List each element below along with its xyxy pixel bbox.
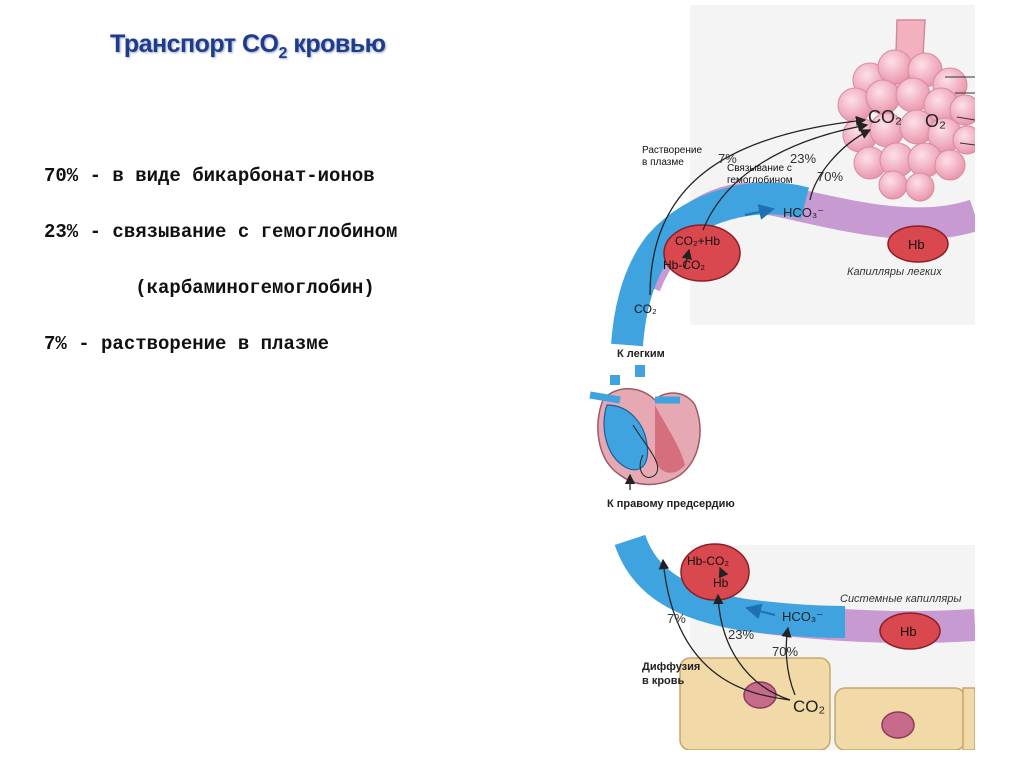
co2-transport-diagram: CO₂ O₂ CO₂+Hb Hb-CO₂ HCO₃⁻ Hb Капилляры … (589, 5, 975, 750)
bottom-pct-70: 70% (772, 644, 798, 659)
bottom-red-blood-cell (680, 543, 750, 601)
lung-capillary-blue (611, 182, 810, 347)
bottom-bicarb-arrow (781, 626, 796, 696)
top-hb-label: Hb (908, 237, 925, 252)
lungs-co2-label: CO₂ (868, 107, 902, 127)
bottom-rbc-label-2: Hb (713, 576, 729, 590)
alveoli (837, 49, 975, 202)
top-red-blood-cell (663, 224, 741, 282)
top-hco3-label: HCO₃⁻ (783, 205, 824, 220)
lung-capillaries-label: Капилляры легких (847, 266, 942, 278)
top-rbc-arrow (681, 248, 692, 268)
top-pct-23: 23% (790, 151, 816, 166)
diffusion-label-2: в кровь (642, 675, 685, 687)
systemic-capillaries-label: Системные капилляры (840, 593, 961, 605)
bottom-hb-label: Hb (900, 624, 917, 639)
diffusion-label-1: Диффузия (642, 661, 700, 673)
systemic-capillary-blue (614, 534, 846, 638)
to-lungs-label: К легким (617, 348, 665, 360)
top-bicarb-arrow (809, 129, 872, 201)
alveoli-lines (945, 76, 975, 146)
top-co2-label: CO₂ (634, 302, 657, 316)
top-bind-arrow (702, 121, 869, 231)
co2-transport-stats: 70% - в виде бикарбонат-ионов 23% - связ… (44, 134, 397, 386)
bottom-pct-23: 23% (728, 627, 754, 642)
stat-carbamino: (карбаминогемоглобин) (44, 277, 375, 299)
top-hb-cell (887, 225, 949, 263)
bottom-pct-7: 7% (667, 611, 686, 626)
top-dissolve-label-1: Растворение (642, 145, 702, 156)
lungs-o2-label: O₂ (925, 111, 946, 131)
tissue-co2-label: CO₂ (793, 697, 825, 716)
bottom-diffusion-arrow (658, 558, 791, 701)
top-pct-7: 7% (718, 151, 737, 166)
bottom-flow-arrow (745, 603, 776, 620)
bottom-bind-arrow (713, 593, 791, 701)
heart (589, 365, 701, 490)
bottom-hb-cell (879, 612, 941, 650)
top-bind-label-2: гемоглобином (727, 174, 793, 186)
stat-bicarbonate: 70% - в виде бикарбонат-ионов (44, 165, 375, 187)
top-dissolve-label-2: в плазме (642, 157, 684, 168)
top-pct-70: 70% (817, 169, 843, 184)
top-rbc-label-1: CO₂+Hb (675, 234, 720, 248)
stat-hemoglobin: 23% - связывание с гемоглобином (44, 221, 398, 243)
bottom-rbc-arrow (718, 566, 729, 579)
bottom-hco3-label: HCO₃⁻ (782, 609, 823, 624)
top-dissolve-arrow (649, 115, 867, 296)
bottom-rbc-label-1: Hb-CO₂ (687, 554, 729, 568)
page-title: Транспорт CO2 кровью (110, 30, 386, 62)
top-rbc-label-2: Hb-CO₂ (663, 258, 705, 272)
top-bind-label-1: Связывание с (727, 163, 792, 174)
tissue-cells (679, 657, 975, 750)
stat-plasma: 7% - растворение в плазме (44, 333, 330, 355)
top-flow-arrow (744, 204, 775, 220)
to-right-atrium-label: К правому предсердию (607, 498, 735, 510)
